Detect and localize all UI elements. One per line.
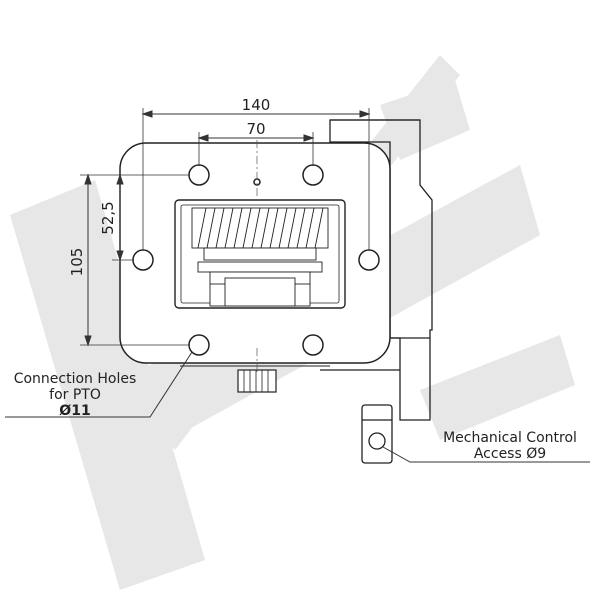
watermark-lower-right xyxy=(420,335,575,440)
gear-window xyxy=(174,199,346,309)
dim-70-text: 70 xyxy=(246,120,265,138)
dim-105-text: 105 xyxy=(68,248,86,277)
leader-lines xyxy=(5,351,590,463)
bearing-inner xyxy=(224,277,296,307)
hole-top-right xyxy=(302,164,324,186)
gear-shaft-top xyxy=(197,261,323,273)
callout-connection-line1: Connection Holes xyxy=(14,371,137,387)
dim-52-text: 52,5 xyxy=(99,201,117,234)
hole-mid-left xyxy=(132,249,154,271)
callout-connection-line2: for PTO xyxy=(49,387,101,403)
bearing xyxy=(209,271,311,307)
callout-control-line1: Mechanical Control xyxy=(443,430,577,446)
gear-teeth xyxy=(197,207,324,249)
callout-control-line2: Access Ø9 xyxy=(474,446,546,462)
connection-holes xyxy=(132,164,380,356)
leader-mechanical-control xyxy=(382,446,590,463)
control-hole xyxy=(368,432,386,450)
control-tab xyxy=(361,404,393,464)
hole-top-left xyxy=(188,164,210,186)
dimension-lines xyxy=(80,108,371,347)
gear-hub xyxy=(203,247,317,261)
watermark-left-stroke xyxy=(10,180,205,590)
helical-gear xyxy=(191,207,329,273)
callout-connection-line3: Ø11 xyxy=(59,403,90,419)
hole-bottom-right xyxy=(302,334,324,356)
hole-mid-right xyxy=(358,249,380,271)
spline-shaft xyxy=(180,365,330,393)
leader-connection-holes xyxy=(5,351,193,418)
dim-140-text: 140 xyxy=(242,96,271,114)
